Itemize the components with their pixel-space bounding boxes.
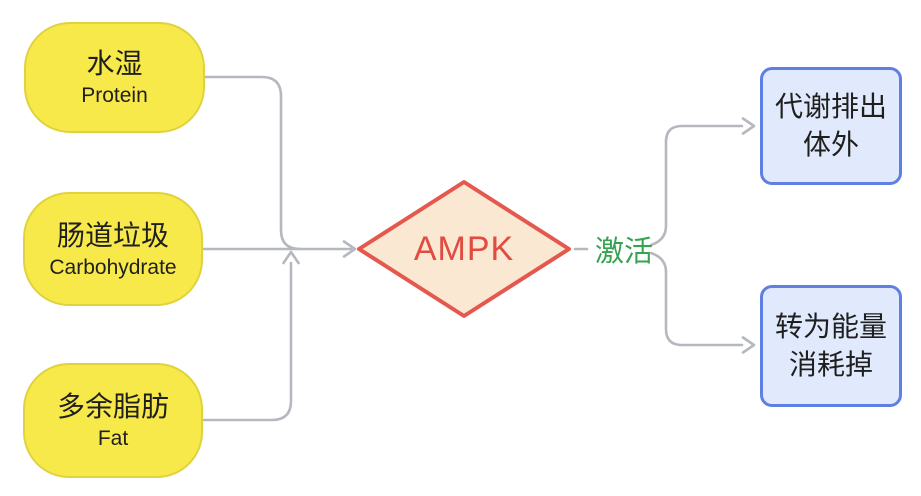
arrowhead-junction-up <box>282 250 300 265</box>
node-outcome-excrete-line1: 代谢排出 <box>774 91 887 122</box>
arrowhead-outcome-top <box>741 117 756 135</box>
connector-fat-to-hub <box>202 261 293 422</box>
node-carbohydrate-subtitle: Carbohydrate <box>49 255 177 279</box>
node-protein-title: 水湿 <box>86 48 143 79</box>
node-protein-subtitle: Protein <box>81 84 148 107</box>
node-fat-subtitle: Fat <box>97 427 129 450</box>
node-outcome-excrete-line2: 体外 <box>802 129 859 160</box>
node-carbohydrate-title: 肠道垃圾 <box>56 219 169 251</box>
node-outcome-excrete: 代谢排出 体外 <box>760 67 902 185</box>
activation-edge-label: 激活 <box>594 236 653 268</box>
node-carbohydrate: 肠道垃圾 Carbohydrate <box>23 192 203 306</box>
node-outcome-energy: 转为能量 消耗掉 <box>760 285 902 407</box>
node-outcome-energy-line1: 转为能量 <box>774 311 887 342</box>
node-protein: 水湿 Protein <box>24 22 205 133</box>
ampk-diamond-shape <box>357 180 571 318</box>
node-outcome-energy-line2: 消耗掉 <box>788 349 873 380</box>
node-fat: 多余脂肪 Fat <box>23 363 203 478</box>
connector-to-outcome-bottom <box>649 251 744 347</box>
connector-protein-to-hub <box>203 75 302 251</box>
arrowhead-outcome-bottom <box>741 336 756 354</box>
node-fat-title: 多余脂肪 <box>56 391 169 422</box>
ampk-label: AMPK <box>413 229 515 268</box>
arrowhead-into-hub <box>342 240 357 258</box>
connector-to-outcome-top <box>649 124 744 247</box>
